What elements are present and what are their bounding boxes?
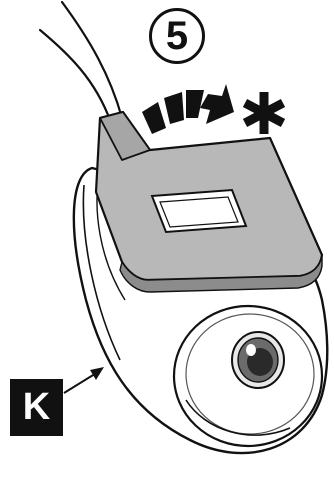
callout-pointer — [64, 367, 104, 393]
callout-label-box: K — [10, 379, 63, 436]
cable — [40, 2, 122, 120]
press-arrows-icon — [142, 84, 234, 134]
step-number-badge: 5 — [149, 8, 205, 64]
adhesive-pad — [96, 112, 322, 292]
asterisk-icon — [245, 92, 283, 134]
step-number: 5 — [166, 14, 188, 59]
camera-lens — [232, 332, 284, 388]
callout-letter: K — [23, 386, 50, 429]
